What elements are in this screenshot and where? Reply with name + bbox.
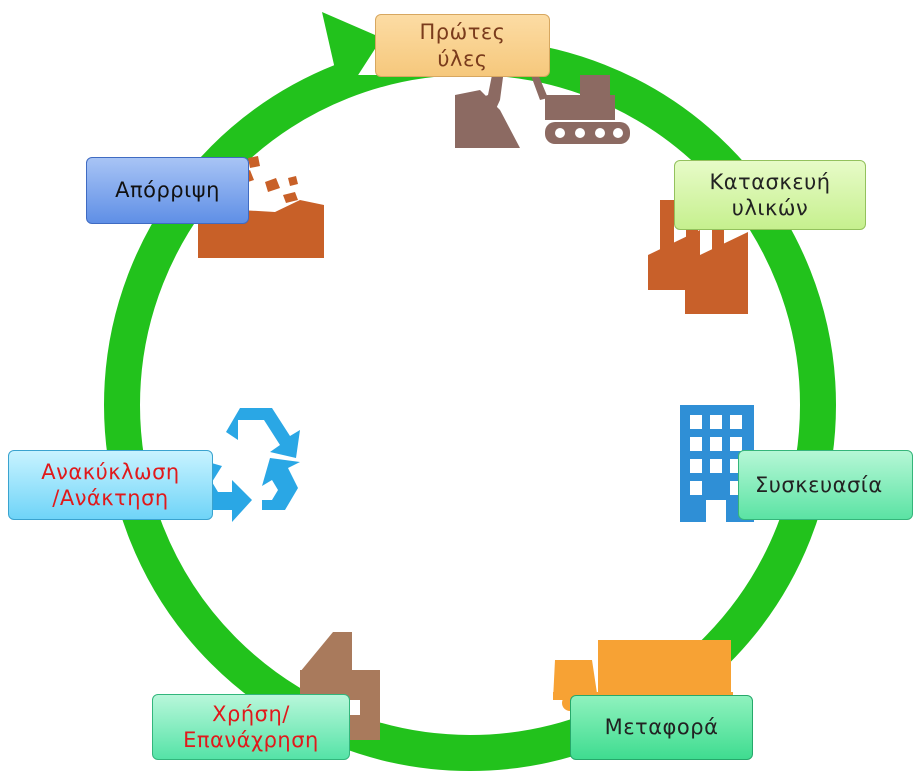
node-manufacturing-line1: Κατασκευή xyxy=(709,169,831,194)
node-transport-line1: Μεταφορά xyxy=(604,715,719,740)
node-use-line2: Επανάχρηση xyxy=(183,728,319,752)
node-disposal: Απόρριψη xyxy=(86,157,249,224)
cycle-arrowhead xyxy=(322,12,382,100)
node-recycling-line2: /Ανάκτηση xyxy=(52,486,169,510)
node-use: Χρήση/ Επανάχρηση xyxy=(152,694,350,760)
node-raw-materials-line2: ύλες xyxy=(437,46,488,71)
node-raw-materials-line1: Πρώτες xyxy=(419,20,506,45)
node-packaging: Συσκευασία xyxy=(738,450,913,520)
node-recycling: Ανακύκλωση /Ανάκτηση xyxy=(8,450,213,520)
node-raw-materials: Πρώτες ύλες xyxy=(375,14,550,77)
node-manufacturing-line2: υλικών xyxy=(731,196,809,220)
recycle-icon xyxy=(198,408,300,522)
node-recycling-line1: Ανακύκλωση xyxy=(41,459,180,484)
node-disposal-line1: Απόρριψη xyxy=(115,178,220,203)
node-manufacturing: Κατασκευή υλικών xyxy=(674,160,866,230)
node-transport: Μεταφορά xyxy=(570,695,753,760)
node-use-line1: Χρήση/ xyxy=(212,701,290,726)
node-packaging-line1: Συσκευασία xyxy=(755,472,883,497)
excavator-icon xyxy=(455,55,630,148)
